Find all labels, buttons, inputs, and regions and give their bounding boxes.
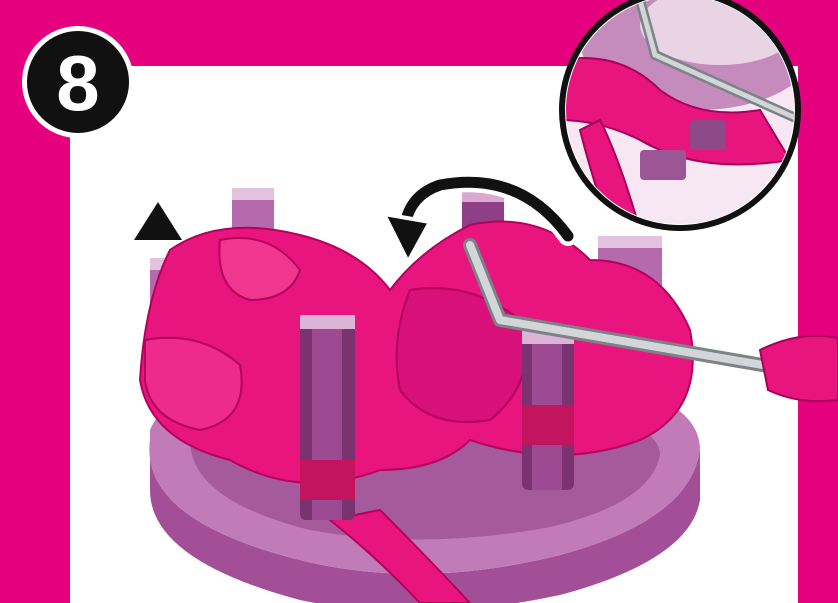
hook-handle (760, 336, 838, 402)
yarn-loops (140, 222, 693, 483)
loom-peg-front-right (522, 330, 574, 490)
step-number-badge: 8 (22, 26, 134, 138)
step-number: 8 (56, 44, 99, 122)
zoom-detail-inset (560, 0, 820, 230)
triangle-marker-icon (134, 202, 182, 240)
loom-peg-front-left (300, 315, 355, 520)
